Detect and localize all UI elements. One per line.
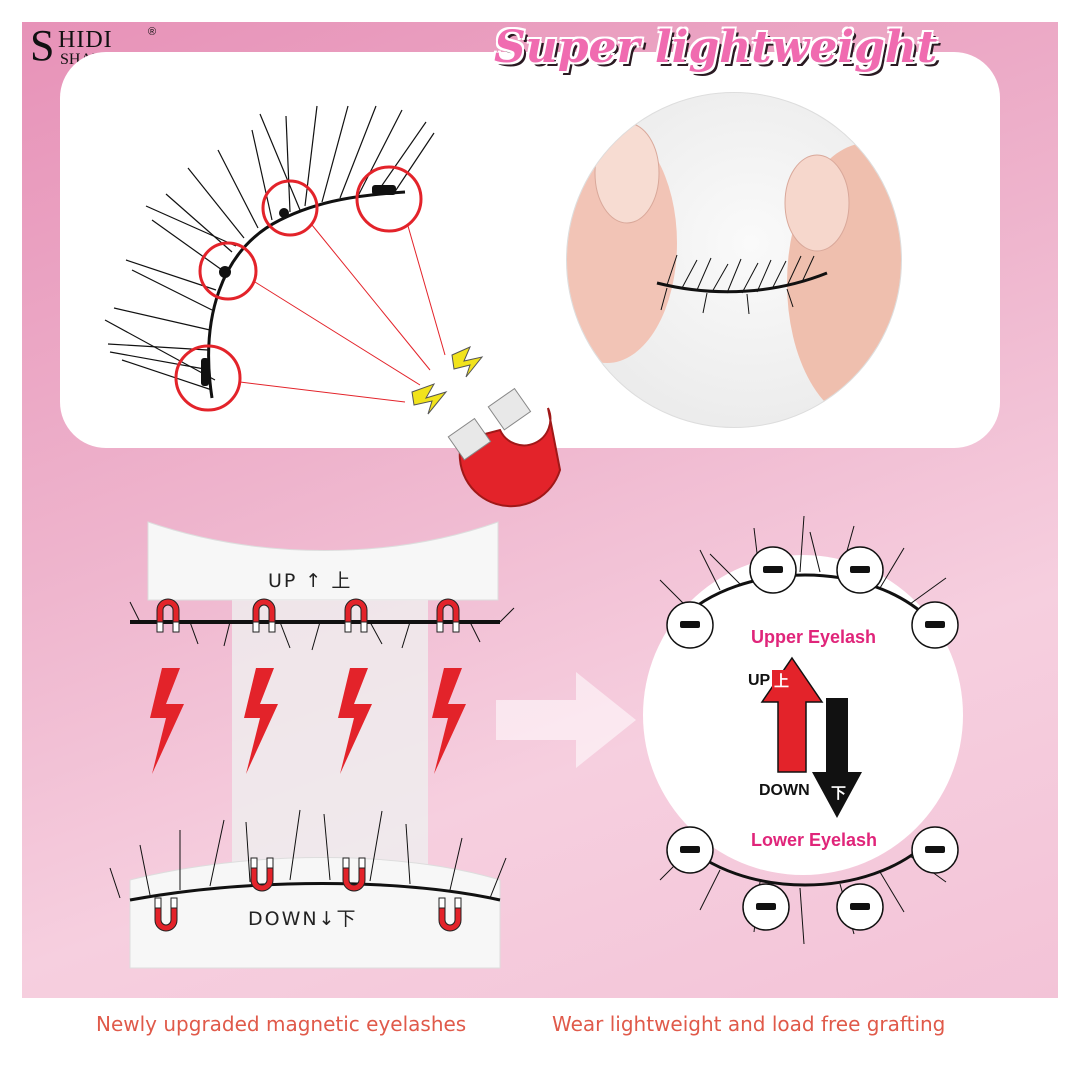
tool-up-label: UP ↑ 上 [268,570,353,592]
diagram-up-label: UP [748,672,771,689]
lower-eyelash-label: Lower Eyelash [751,830,878,850]
caption-left: Newly upgraded magnetic eyelashes [96,1012,467,1036]
tool-down-label: DOWN↓下 [248,908,358,930]
upper-eyelash-label: Upper Eyelash [751,627,877,647]
brand-name-line1: HIDI [58,27,113,53]
caption-right: Wear lightweight and load free grafting [552,1012,946,1036]
registered-mark: ® [148,26,157,38]
diagram-down-cn: 下 [831,785,847,802]
lash-detail-bubbles [666,546,959,931]
down-arrow-icon [812,698,862,818]
diagram-down-label: DOWN [759,782,810,799]
horseshoe-magnet-icon [447,387,562,508]
right-arrow-icon [496,672,636,768]
lash-magnet-dots [201,185,396,386]
callout-circles [174,165,423,412]
headline: Super lightweight [494,22,938,73]
yellow-bolts [411,346,484,415]
callout-lines [239,224,446,403]
lash-photo [566,92,902,428]
fingers-holding-lash-image [567,122,901,423]
diagram-up-cn: 上 [774,673,790,690]
lash-hairs [104,105,435,391]
brand-initial: S [30,21,55,70]
red-bolt-icons [150,668,466,774]
small-magnet-icons-lower [154,857,462,932]
small-magnet-icons-upper [156,598,460,633]
